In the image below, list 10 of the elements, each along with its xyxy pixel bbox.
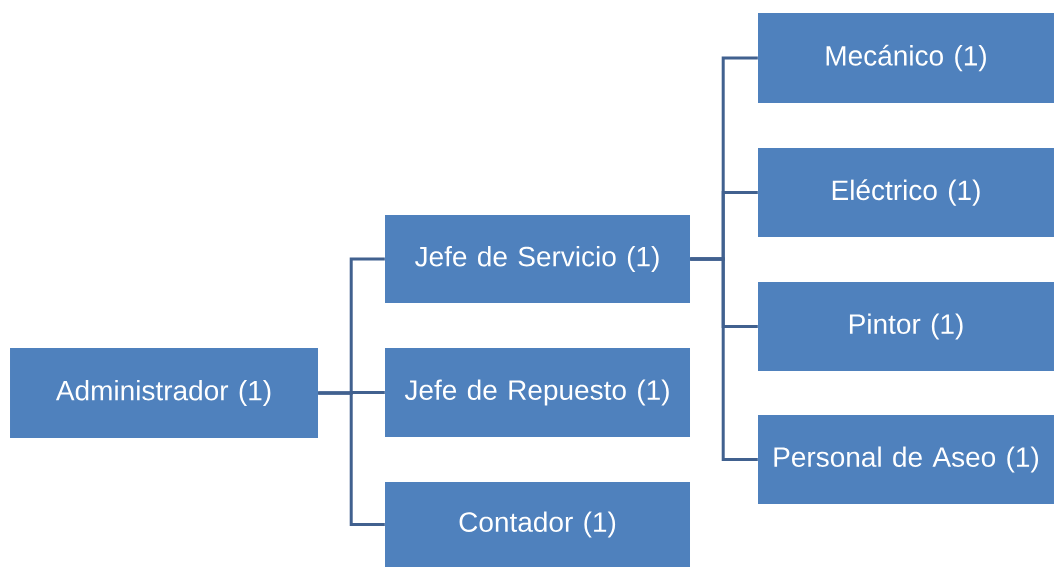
connector-line [690, 257, 758, 461]
org-box: Eléctrico (1) [758, 148, 1054, 237]
org-box: Jefe de Repuesto (1) [385, 348, 690, 437]
org-box: Administrador (1) [10, 348, 318, 438]
connector-line [318, 391, 385, 526]
org-box: Pintor (1) [758, 282, 1054, 371]
org-box: Jefe de Servicio (1) [385, 215, 690, 303]
org-box: Mecánico (1) [758, 13, 1054, 103]
org-box: Personal de Aseo (1) [758, 415, 1054, 504]
org-box: Contador (1) [385, 482, 690, 567]
